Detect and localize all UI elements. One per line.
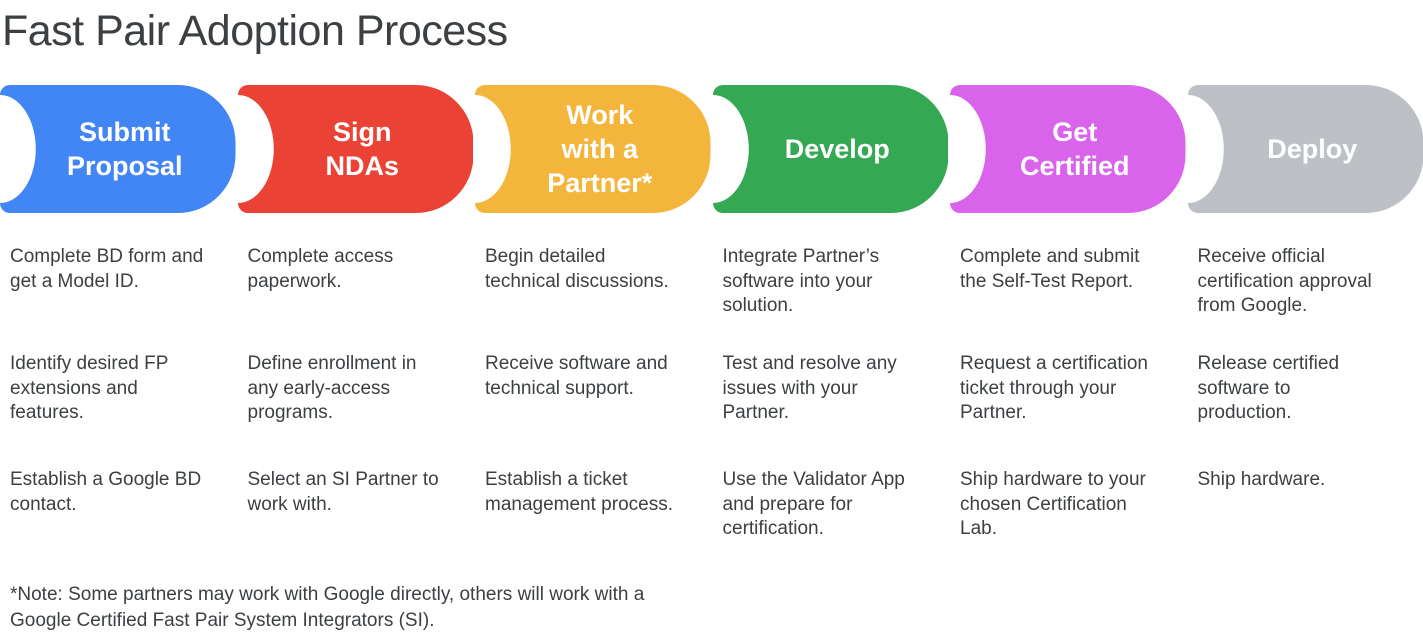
step-detail: Identify desired FP extensions and featu…	[10, 353, 169, 423]
step-details: Complete BD form and get a Model ID. Iden…	[0, 245, 1423, 542]
step-detail: Begin detailed technical discussions.	[485, 246, 669, 292]
step-detail: Ship hardware to your chosen Certificati…	[960, 469, 1146, 539]
step-chevron-shape	[1187, 85, 1423, 213]
step-deploy: Deploy	[1187, 85, 1423, 213]
step-detail: Complete BD form and get a Model ID.	[10, 246, 204, 292]
step-chevron-shape	[950, 85, 1186, 213]
step-get-certified: Get Certified	[950, 85, 1186, 213]
step-column-sign-ndas: Complete access paperwork. Define enrollm…	[238, 245, 474, 542]
footnote: *Note: Some partners may work with Googl…	[10, 583, 645, 631]
step-label: Submit Proposal	[66, 117, 183, 181]
step-chevron-shape	[237, 85, 473, 213]
step-column-deploy: Receive official certification approval …	[1188, 245, 1423, 542]
process-flow: Submit Proposal Sign NDAs Work with a Pa…	[0, 85, 1423, 213]
step-detail: Establish a ticket management process.	[485, 469, 673, 515]
step-detail: Request a certification ticket through y…	[960, 353, 1148, 423]
step-label: Sign NDAs	[325, 117, 399, 181]
step-chevron-shape	[0, 85, 236, 213]
step-submit-proposal: Submit Proposal	[0, 85, 236, 213]
step-detail: Receive software and technical support.	[485, 353, 668, 399]
step-label: Work with a Partner*	[547, 100, 653, 198]
step-label: Get Certified	[1019, 117, 1130, 181]
step-column-submit-proposal: Complete BD form and get a Model ID. Iden…	[0, 245, 236, 542]
step-work-with-a-partner: Work with a Partner*	[475, 85, 711, 213]
step-detail: Establish a Google BD contact.	[10, 469, 202, 515]
page-title: Fast Pair Adoption Process	[2, 7, 508, 55]
step-develop: Develop	[712, 85, 948, 213]
step-detail: Use the Validator App and prepare for ce…	[722, 469, 905, 539]
step-detail: Complete access paperwork.	[247, 246, 394, 292]
step-detail: Define enrollment in any early-access pr…	[247, 353, 417, 423]
step-column-work-with-a-partner: Begin detailed technical discussions. Rec…	[475, 245, 711, 542]
step-detail: Receive official certification approval …	[1197, 246, 1372, 316]
step-detail: Select an SI Partner to work with.	[247, 469, 439, 515]
step-chevron-shape	[712, 85, 948, 213]
step-detail: Test and resolve any issues with your Pa…	[722, 353, 897, 423]
step-label: Develop	[784, 134, 890, 164]
step-detail: Complete and submit the Self-Test Report…	[960, 246, 1140, 292]
step-sign-ndas: Sign NDAs	[237, 85, 473, 213]
step-label: Deploy	[1267, 134, 1358, 164]
step-detail: Integrate Partner’s software into your s…	[722, 246, 880, 316]
step-detail: Ship hardware.	[1197, 469, 1326, 490]
step-chevron-shape	[475, 85, 711, 213]
step-detail: Release certified software to production…	[1197, 353, 1340, 423]
step-column-get-certified: Complete and submit the Self-Test Report…	[950, 245, 1186, 542]
step-column-develop: Integrate Partner’s software into your s…	[713, 245, 949, 542]
